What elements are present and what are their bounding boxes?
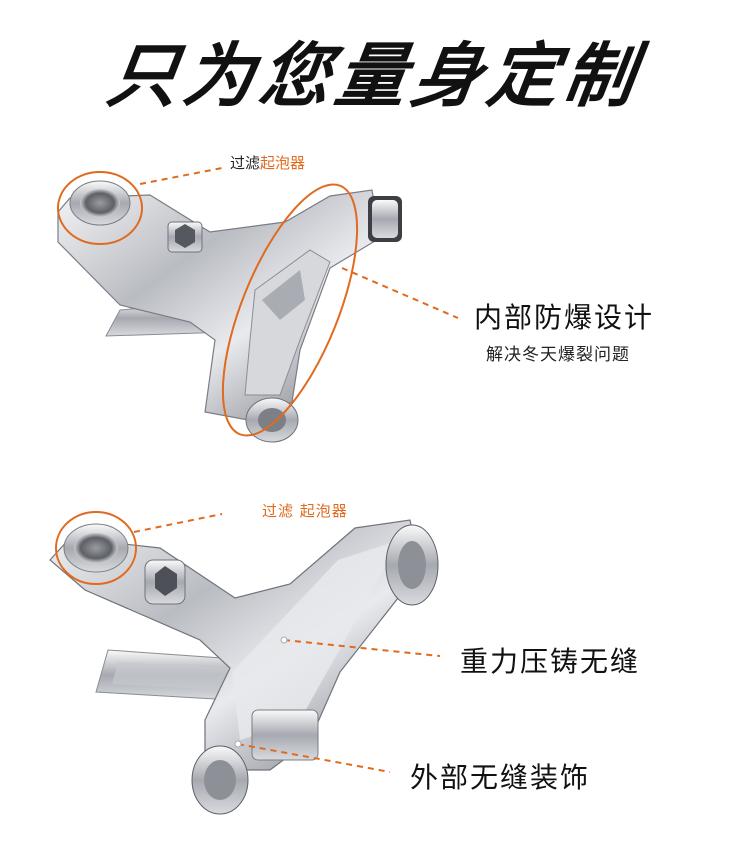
top-filter-label-accent: 起泡器 [260, 154, 306, 172]
top-filter-label-prefix: 过滤 [230, 154, 261, 172]
bottom-feature-1: 重力压铸无缝 [460, 645, 641, 678]
bottom-filter-label: 过滤 起泡器 [262, 502, 348, 520]
bottom-faucet [49, 519, 439, 815]
top-feature-subtitle: 解决冬天爆裂问题 [486, 345, 630, 365]
top-feature-title: 内部防爆设计 [474, 301, 655, 334]
callout-dot [234, 740, 242, 748]
callout-dot [280, 636, 288, 644]
top-faucet [57, 180, 402, 443]
bottom-feature-2: 外部无缝装饰 [410, 761, 591, 794]
bottom-callouts [55, 511, 441, 773]
top-callouts [57, 167, 459, 437]
top-filter-label: 过滤起泡器 [230, 152, 305, 173]
